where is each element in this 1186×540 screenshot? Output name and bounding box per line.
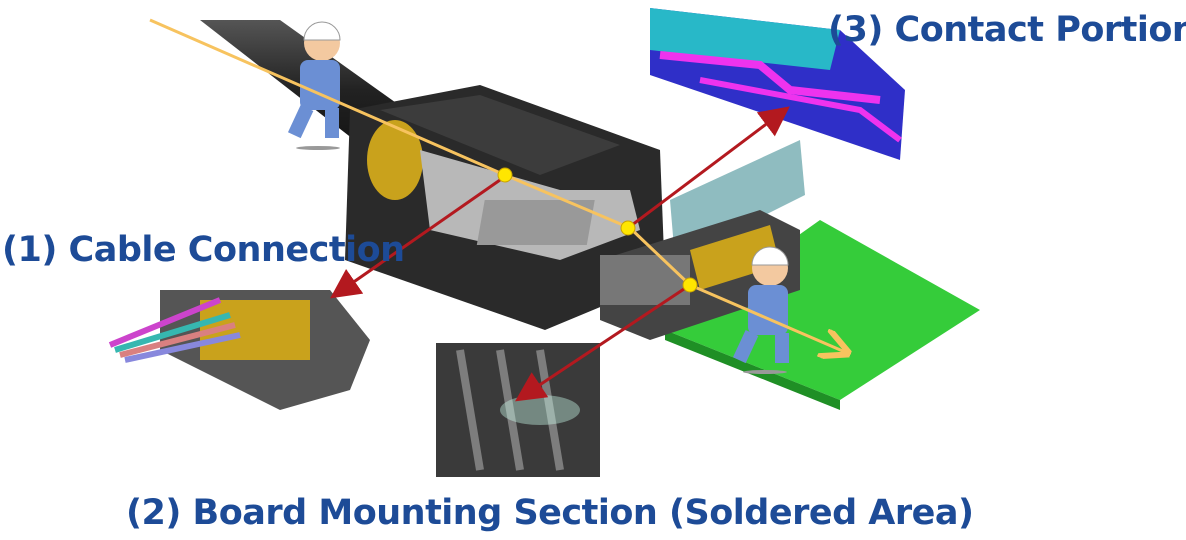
plug-connector xyxy=(345,85,665,330)
receptacle-connector xyxy=(600,210,800,340)
node-solder xyxy=(682,277,698,293)
arrow-to-cable-connection xyxy=(330,178,501,299)
cable-connection-image xyxy=(108,290,370,410)
arrow-to-contact xyxy=(627,106,790,230)
label-cable-connection: (1) Cable Connection xyxy=(2,230,405,270)
contact-section-image xyxy=(650,8,905,160)
solder-photo xyxy=(436,343,600,477)
node-cable xyxy=(497,167,513,183)
label-contact-portion: (3) Contact Portion xyxy=(828,10,1186,50)
node-contact xyxy=(620,220,636,236)
arrow-to-solder xyxy=(515,283,691,402)
worker-illustration-2 xyxy=(732,246,789,374)
label-board-mounting: (2) Board Mounting Section (Soldered Are… xyxy=(126,493,974,533)
